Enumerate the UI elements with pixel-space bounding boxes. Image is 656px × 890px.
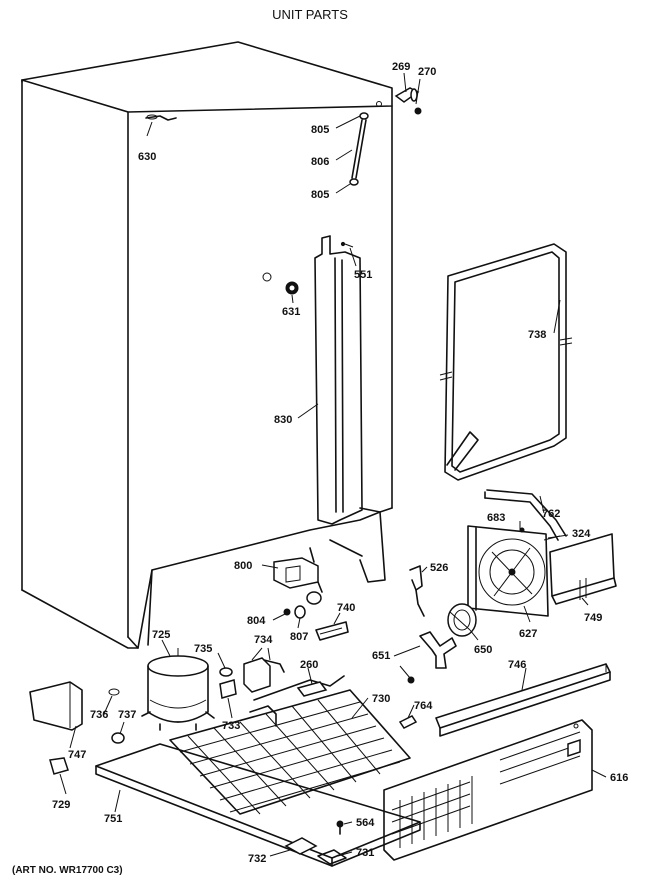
label-616: 616 [610, 772, 628, 784]
label-804: 804 [247, 615, 266, 627]
label-725: 725 [152, 629, 170, 641]
label-324: 324 [572, 528, 591, 540]
part-725-compressor [141, 648, 215, 731]
part-747-cover [29, 681, 83, 731]
label-731: 731 [356, 847, 374, 859]
part-830-channel [314, 235, 386, 583]
part-269-hinge [394, 87, 422, 115]
label-735: 735 [194, 643, 212, 655]
part-746-rail [435, 663, 611, 737]
label-746: 746 [508, 659, 526, 671]
refrigerator-cabinet [21, 41, 393, 649]
label-805a: 805 [311, 124, 329, 136]
part-631-plug [262, 272, 299, 295]
label-805b: 805 [311, 189, 329, 201]
label-564: 564 [356, 817, 375, 829]
diagram-title: UNIT PARTS [272, 7, 348, 22]
part-749-control-board [543, 533, 617, 605]
part-732-pad [284, 837, 318, 855]
part-616-grille [383, 719, 593, 861]
part-650-fan-motor [447, 603, 477, 637]
label-806: 806 [311, 156, 329, 168]
part-740-bracket [315, 621, 349, 641]
part-labels: 269 270 805 806 805 630 551 631 738 830 … [52, 61, 628, 865]
label-651: 651 [372, 650, 390, 662]
label-551: 551 [354, 269, 372, 281]
part-762-duct [484, 489, 567, 541]
art-number: (ART NO. WR17700 C3) [12, 865, 123, 876]
part-730-condenser-coil [169, 689, 411, 815]
label-630: 630 [138, 151, 156, 163]
part-731-clip [317, 849, 347, 865]
label-683: 683 [487, 512, 505, 524]
label-650: 650 [474, 644, 492, 656]
part-734-relay [219, 657, 285, 699]
part-627-fan-housing [467, 525, 549, 617]
part-260-condenser [249, 675, 345, 727]
leader-lines [59, 72, 607, 857]
label-800: 800 [234, 560, 252, 572]
part-729-block [49, 757, 69, 775]
part-800-valve [273, 547, 323, 605]
label-734: 734 [254, 634, 273, 646]
label-631: 631 [282, 306, 300, 318]
part-651-fan-blade [407, 631, 457, 684]
label-732: 732 [248, 853, 266, 865]
label-260: 260 [300, 659, 318, 671]
label-738: 738 [528, 329, 546, 341]
label-269: 269 [392, 61, 410, 73]
label-736: 736 [90, 709, 108, 721]
part-804-807-fittings [283, 605, 306, 619]
label-762: 762 [542, 508, 560, 520]
label-733: 733 [222, 720, 240, 732]
part-751-base-pan [95, 743, 421, 867]
label-764: 764 [414, 700, 433, 712]
label-747: 747 [68, 749, 86, 761]
part-564-screw [336, 820, 344, 835]
label-627: 627 [519, 628, 537, 640]
label-751: 751 [104, 813, 122, 825]
label-749: 749 [584, 612, 602, 624]
part-738-gasket-frame [439, 243, 573, 481]
part-526-harness [409, 565, 425, 617]
label-729: 729 [52, 799, 70, 811]
label-807: 807 [290, 631, 308, 643]
label-730: 730 [372, 693, 390, 705]
part-630-clip [145, 114, 177, 121]
label-270: 270 [418, 66, 436, 78]
label-526: 526 [430, 562, 448, 574]
part-806-tube [349, 112, 369, 186]
label-830: 830 [274, 414, 292, 426]
label-737: 737 [118, 709, 136, 721]
label-740: 740 [337, 602, 355, 614]
part-736-737-grommets [108, 688, 125, 744]
